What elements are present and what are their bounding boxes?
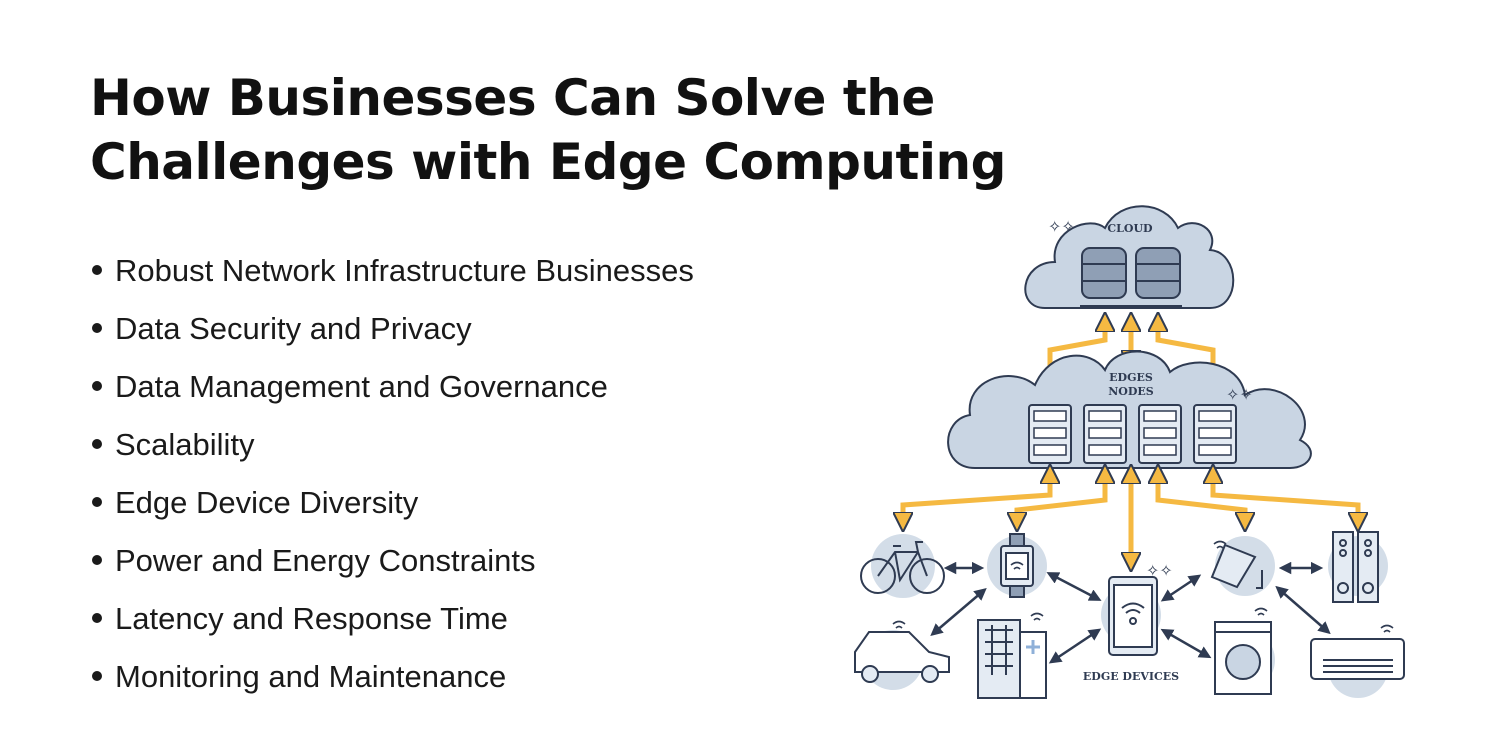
speakers-icon <box>1332 531 1379 603</box>
list-item: Power and Energy Constraints <box>92 532 694 590</box>
sparkle-icon: ✧✧ <box>1048 217 1075 236</box>
building-icon <box>977 619 1047 699</box>
list-item: Data Security and Privacy <box>92 300 694 358</box>
cloud-label: CLOUD <box>1107 222 1153 235</box>
title-line-2: Challenges with Edge Computing <box>90 133 1006 191</box>
edge-devices-label: EDGE DEVICES <box>1083 670 1179 683</box>
security-camera-icon <box>1210 543 1263 589</box>
database-icon <box>1080 247 1182 307</box>
challenge-list: Robust Network Infrastructure Businesses… <box>92 242 694 706</box>
sparkle-icon: ✧✧ <box>1146 561 1173 580</box>
edge-nodes-cloud-icon: EDGES NODES ✧✧ <box>947 350 1312 469</box>
list-item: Robust Network Infrastructure Businesses <box>92 242 694 300</box>
edge-nodes-label-1: EDGES <box>1109 371 1153 384</box>
edge-nodes-label-2: NODES <box>1108 385 1154 398</box>
smartwatch-icon <box>1000 533 1034 598</box>
list-item: Data Management and Governance <box>92 358 694 416</box>
cloud-icon: CLOUD ✧✧ <box>1024 205 1235 309</box>
tablet-icon <box>1108 576 1158 656</box>
sparkle-icon: ✧✧ <box>1226 385 1253 404</box>
list-item: Edge Device Diversity <box>92 474 694 532</box>
car-icon <box>854 631 950 683</box>
list-item: Scalability <box>92 416 694 474</box>
list-item: Monitoring and Maintenance <box>92 648 694 706</box>
air-conditioner-icon <box>1310 638 1405 680</box>
washing-machine-icon <box>1214 621 1272 695</box>
wifi-icon <box>892 540 1394 633</box>
page-title: How Businesses Can Solve the Challenges … <box>90 66 1006 194</box>
title-line-1: How Businesses Can Solve the <box>90 69 935 127</box>
list-item: Latency and Response Time <box>92 590 694 648</box>
bicycle-icon <box>860 541 945 594</box>
device-link-arrows <box>930 561 1331 664</box>
node-device-arrows <box>903 474 1358 562</box>
